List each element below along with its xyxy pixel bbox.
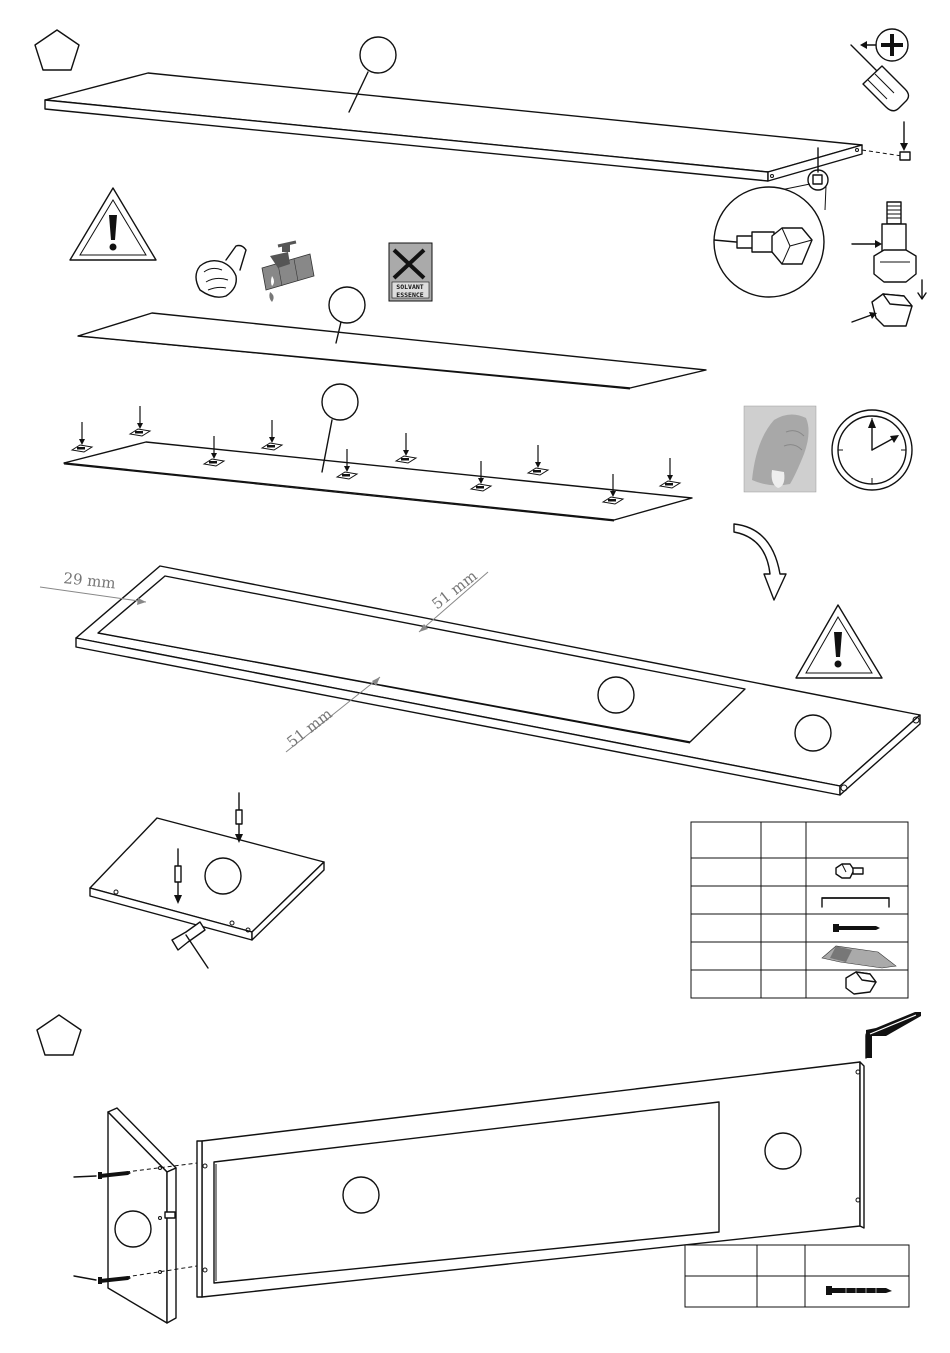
part-label-circle [115,1211,151,1247]
phillips-icon [860,29,908,61]
clock-icon [832,410,912,490]
long-screw-icon [826,1286,892,1295]
part-label-circle [329,287,365,323]
thumb-press-photo [744,406,816,492]
adhesive-strip-icon [822,946,896,968]
large-back-panel [197,1062,864,1297]
side-panel-upright [108,1108,176,1323]
dimension-29mm: 29 mm [40,569,146,605]
dimension-label: 29 mm [63,569,117,592]
step-2-pentagon-icon [37,1015,81,1055]
dimension-label: 51 mm [428,567,480,613]
part-label-circle [343,1177,379,1213]
no-solvent-icon: SOLVANT ESSENCE [389,243,432,301]
wipe-cloth-icon [196,246,246,298]
side-panel [90,793,324,968]
part-label-circle [598,677,634,713]
assembled-mirror-panel [76,566,920,795]
adhesive-pad [396,433,416,463]
mirror-panel [78,287,706,389]
warning-icon [796,605,882,678]
parts-table-1 [691,822,908,998]
part-label-circle [322,384,358,420]
solvent-label: SOLVANT [396,283,423,291]
adhesive-pad [660,458,680,488]
handle-icon [822,898,889,907]
parts-table-2 [685,1245,909,1307]
step-1-pentagon-icon [35,30,79,70]
part-label-circle [765,1133,801,1169]
dimension-label: 51 mm [283,705,335,751]
adhesive-pad [72,422,92,452]
essence-label: ESSENCE [396,291,423,299]
adhesive-pad [262,420,282,450]
top-shelf-board [45,37,862,181]
adhesive-pad [528,445,548,475]
hex-nut-icon [846,972,876,994]
water-tap-icon [262,242,314,302]
adhesive-panel [64,384,692,521]
allen-key-icon [866,1012,921,1058]
part-label-circle [205,858,241,894]
cam-fitting-hex-nut [852,202,926,326]
rotate-arrow-icon [734,524,786,600]
part-label-circle [360,37,396,73]
cam-bolt-detail-circle [714,184,826,297]
warning-icon [70,188,156,260]
part-label-circle [795,715,831,751]
adhesive-pad [130,406,150,436]
cam-bolt-icon [836,864,863,878]
screw-icon [833,924,880,932]
